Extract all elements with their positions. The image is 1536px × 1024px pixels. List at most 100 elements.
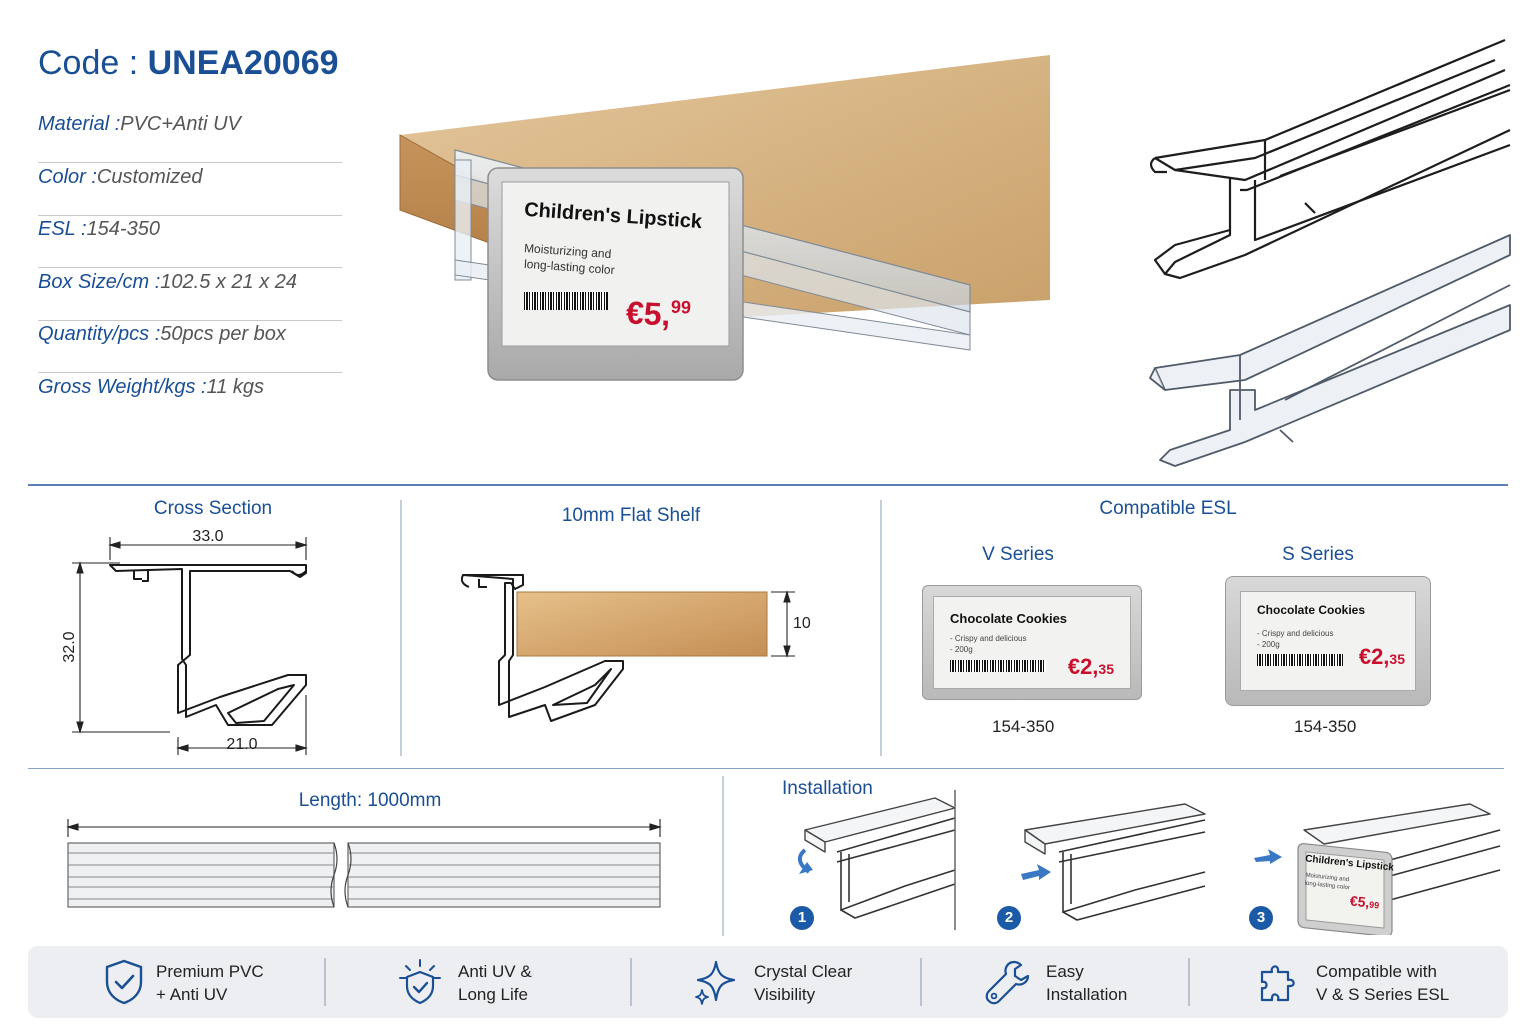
shield-check-icon: [105, 959, 143, 1005]
feature-line1: Anti UV &: [458, 962, 532, 981]
clear-rail-outline: [1149, 234, 1511, 467]
divider-middle: [28, 768, 1504, 769]
step3-price: €5,99: [1349, 893, 1380, 912]
step3-esl-screen: [1305, 851, 1385, 929]
v-series-model: 154-350: [992, 717, 1055, 736]
esl-screen: Chocolate Cookies - Crispy and delicious…: [1240, 591, 1416, 691]
spec-row-gross-weight: Gross Weight/kgs : 11 kgs: [38, 373, 342, 426]
spec-label: Gross Weight/kgs :: [38, 376, 207, 398]
spec-label: ESL :: [38, 218, 87, 240]
feature-separator: [324, 958, 326, 1006]
feature-line2: Long Life: [458, 985, 528, 1004]
esl-description: - Crispy and delicious- 200g: [1257, 628, 1333, 650]
esl-desc-line2: - 200g: [1257, 640, 1280, 649]
feature-line2: V & S Series ESL: [1316, 985, 1450, 1004]
step3-price-cents: 99: [1368, 899, 1380, 911]
spec-value: Customized: [96, 166, 203, 188]
flat-shelf-title: 10mm Flat Shelf: [561, 505, 701, 526]
puzzle-icon: [1260, 965, 1295, 1002]
esl-product-name: Chocolate Cookies: [950, 611, 1068, 626]
feature-line1: Easy: [1046, 962, 1084, 981]
feature-line2: Installation: [1046, 985, 1128, 1004]
feature-separator: [630, 958, 632, 1006]
step-badge-3: 3: [1249, 906, 1273, 930]
install-step2-drawing: [1021, 803, 1206, 921]
spec-label: Material :: [38, 113, 121, 135]
dim-bottom: 21.0: [226, 736, 257, 753]
length-title: Length: 1000mm: [298, 790, 442, 811]
rail-side-view: [67, 842, 661, 908]
hero-shelf-illustration: [399, 55, 1050, 381]
esl-description: - Crispy and delicious - 200g: [950, 633, 1026, 655]
s-series-esl-card: Chocolate Cookies - Crispy and delicious…: [1225, 576, 1431, 706]
dim-height: 32.0: [61, 631, 78, 662]
feature-line2: + Anti UV: [156, 985, 228, 1004]
hero-price-main: €5,: [625, 294, 672, 333]
thickness-dimension: [771, 590, 795, 658]
s-series-model: 154-350: [1294, 717, 1357, 736]
spec-label: Color :: [38, 166, 97, 188]
esl-price-cents: 35: [1389, 651, 1405, 667]
divider-top: [28, 484, 1508, 486]
install-step1-drawing: [797, 790, 956, 930]
spec-row-box-size: Box Size/cm : 102.5 x 21 x 24: [38, 268, 342, 321]
hero-barcode: [524, 292, 608, 310]
spec-row-esl: ESL : 154-350: [38, 215, 342, 268]
esl-barcode: [950, 660, 1046, 672]
wrench-icon: [985, 960, 1030, 1005]
v-series-title: V Series: [982, 544, 1054, 565]
spec-value: 11 kgs: [206, 376, 265, 398]
esl-price-main: €2,: [1067, 654, 1099, 679]
divider-vert-2: [880, 500, 882, 756]
esl-price: €2,35: [1068, 654, 1114, 680]
shelf-profile-outline: [460, 574, 624, 722]
shelf-thickness: 10: [793, 615, 811, 632]
step3-price-main: €5,: [1349, 892, 1371, 911]
sparkle-icon: [695, 960, 736, 1005]
opaque-rail-outline: [1149, 38, 1511, 280]
esl-price-main: €2,: [1358, 644, 1390, 669]
install-step3-drawing: [1254, 803, 1501, 935]
divider-vert-1: [400, 500, 402, 756]
hero-price: €5,99: [625, 294, 691, 334]
step-badge-1: 1: [790, 906, 814, 930]
feature-line2: Visibility: [754, 985, 816, 1004]
flat-shelf-drawing: 10: [460, 574, 811, 722]
product-code-title: Code : UNEA20069: [38, 44, 339, 83]
esl-desc-line1: - Crispy and delicious: [950, 634, 1027, 643]
feature-line1: Premium PVC: [156, 962, 264, 981]
divider-vert-3: [722, 776, 724, 936]
esl-barcode: [1257, 654, 1343, 666]
spec-row-color: Color : Customized: [38, 163, 342, 216]
feature-text: Premium PVC + Anti UV: [156, 960, 264, 1006]
esl-desc-line2: - 200g: [950, 645, 973, 654]
cross-section-title: Cross Section: [153, 498, 273, 519]
spec-value: 102.5 x 21 x 24: [160, 271, 298, 293]
profile-outline: [109, 564, 307, 726]
length-rail-drawing: [66, 819, 662, 908]
compatible-esl-title: Compatible ESL: [1099, 498, 1237, 519]
spec-value: 50pcs per box: [160, 323, 286, 345]
spec-value: PVC+Anti UV: [120, 113, 241, 135]
spec-row-quantity: Quantity/pcs : 50pcs per box: [38, 320, 342, 373]
hero-price-cents: 99: [670, 296, 692, 318]
installation-title: Installation: [782, 778, 873, 799]
cross-section-drawing: 33.0 32.0 21.0: [61, 528, 308, 755]
v-series-esl-card: Chocolate Cookies - Crispy and delicious…: [922, 585, 1142, 700]
esl-price-cents: 35: [1098, 661, 1114, 677]
dim-width: 33.0: [192, 528, 223, 545]
spec-label: Box Size/cm :: [38, 271, 161, 293]
feature-separator: [920, 958, 922, 1006]
sun-shield-icon: [399, 959, 441, 1005]
step-badge-2: 2: [997, 906, 1021, 930]
s-series-title: S Series: [1282, 544, 1354, 565]
spec-value: 154-350: [86, 218, 160, 240]
code-label: Code :: [38, 44, 148, 82]
length-dimension: [66, 819, 662, 837]
feature-separator: [1188, 958, 1190, 1006]
feature-text: Anti UV & Long Life: [458, 960, 532, 1006]
features-bar: Premium PVC+ Anti UV Anti UV &Long Life …: [28, 946, 1508, 1018]
